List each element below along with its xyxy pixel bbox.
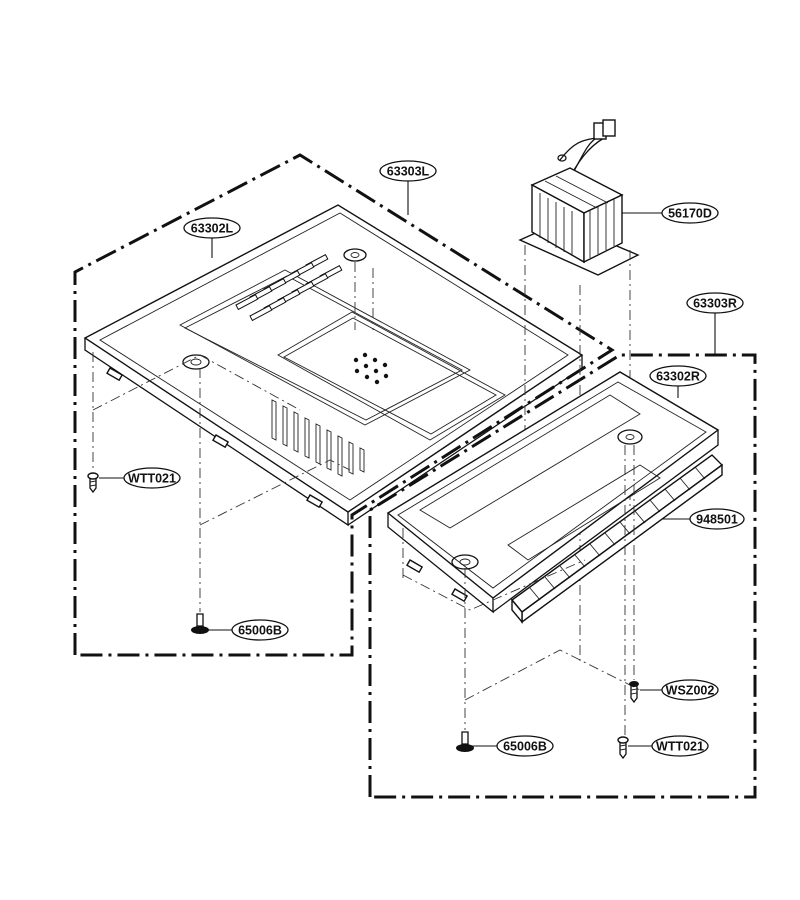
leader-lines (99, 180, 716, 747)
foot-left-icon (191, 613, 209, 634)
svg-text:WSZ002: WSZ002 (666, 684, 715, 698)
label-wsz002: WSZ002 (661, 679, 719, 701)
foam-strip (510, 454, 724, 624)
svg-text:948501: 948501 (696, 513, 738, 527)
transformer (518, 119, 640, 665)
label-63302l: 63302L (183, 217, 241, 239)
right-base-plate (386, 371, 720, 614)
svg-text:65006B: 65006B (503, 740, 547, 754)
label-65006b-left: 65006B (231, 619, 289, 641)
foot-right-icon (456, 731, 474, 752)
screw-transformer-icon (629, 681, 639, 704)
svg-text:WTT021: WTT021 (656, 740, 704, 754)
svg-text:WTT021: WTT021 (128, 472, 176, 486)
svg-text:56170D: 56170D (668, 207, 712, 221)
svg-text:63302L: 63302L (191, 222, 234, 236)
label-65006b-right: 65006B (496, 735, 554, 757)
vent-holes (353, 352, 389, 385)
label-63302r: 63302R (649, 365, 707, 387)
right-assembly-boundary (368, 353, 757, 799)
screw-left-icon (87, 472, 99, 494)
label-63303l: 63303L (379, 160, 437, 182)
svg-text:65006B: 65006B (238, 624, 282, 638)
screw-right-icon (617, 736, 629, 760)
louvre-slots (235, 253, 343, 322)
svg-text:63302R: 63302R (656, 370, 700, 384)
label-56170d: 56170D (661, 202, 719, 224)
svg-text:63303L: 63303L (387, 165, 430, 179)
cooling-fins (271, 399, 365, 477)
svg-text:63303R: 63303R (693, 297, 737, 311)
left-base-plate (83, 204, 584, 527)
phantom-guides (92, 262, 641, 735)
label-wtt021-left: WTT021 (123, 467, 181, 489)
label-wtt021-right: WTT021 (651, 735, 709, 757)
label-63303r: 63303R (686, 292, 744, 314)
label-948501: 948501 (689, 508, 745, 530)
left-assembly-boundary (73, 153, 615, 657)
